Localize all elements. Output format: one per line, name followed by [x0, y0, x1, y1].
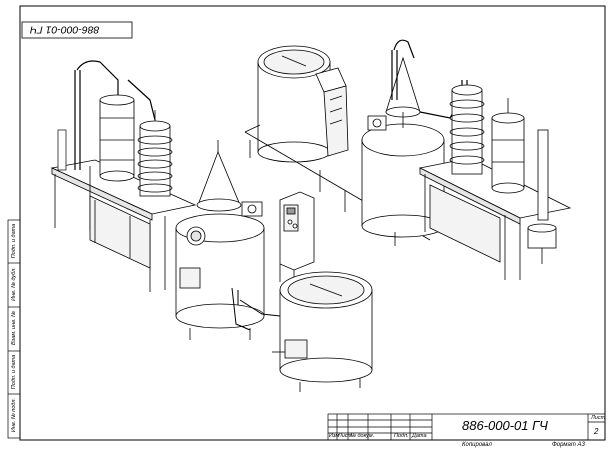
stirrer-motor-icon	[241, 201, 263, 217]
sheet-label: Лист	[591, 415, 606, 421]
mirrored-code-box	[21, 21, 133, 39]
side-label-podp-data-1: Подп. и дата	[11, 354, 17, 390]
mirrored-drawing-code: 886-000-01 ГЧ	[30, 23, 100, 36]
center-still-kettle	[175, 140, 265, 340]
right-hopper	[315, 67, 349, 157]
front-open-vat	[272, 271, 373, 392]
right-receiver	[527, 129, 557, 264]
side-label-podp-data-2: Подп. и дата	[11, 223, 17, 259]
right-ringed-column	[449, 84, 485, 175]
right-mash-vat	[257, 45, 331, 163]
side-margin-strip	[7, 219, 21, 439]
copied-label: Копировал	[462, 442, 492, 448]
right-still-kettle	[361, 56, 445, 246]
left-distillation-frame	[50, 159, 197, 292]
left-column-tank	[99, 94, 135, 182]
control-panel-icon	[279, 191, 315, 290]
tb-col-list: Лист	[338, 433, 353, 439]
tb-col-dokum: № докум.	[350, 433, 375, 439]
right-column-tank	[491, 98, 525, 194]
drawing-code: 886-000-01 ГЧ	[462, 418, 548, 433]
left-vapor-pipes	[57, 60, 156, 171]
title-block	[327, 413, 606, 441]
tb-col-podp: Подп.	[394, 433, 409, 439]
format-label: Формат А3	[552, 442, 585, 448]
side-label-vzam-inv: Взам. инв. №	[11, 310, 17, 346]
left-ringed-column	[137, 110, 173, 197]
tb-col-izm: Изм	[329, 433, 340, 439]
side-label-inv-podl: Инв. № подл.	[11, 397, 17, 433]
side-label-inv-dubl: Инв. № дубл.	[11, 267, 17, 301]
connecting-pipes	[231, 287, 281, 331]
tb-col-data: Дата	[412, 433, 427, 439]
sheet-number: 2	[594, 427, 599, 436]
